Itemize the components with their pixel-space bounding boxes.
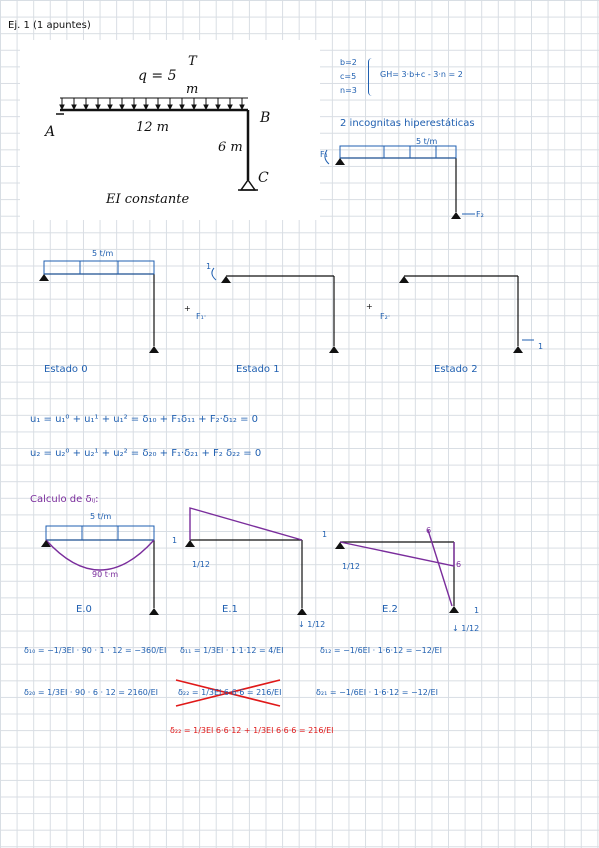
load-arrowhead — [179, 104, 185, 111]
ei-note: EI constante — [106, 192, 190, 207]
e1-reaction: 1/12 — [192, 560, 210, 569]
equation-2: u₂ = u₂⁰ + u₂¹ + u₂² = δ₂₀ + F₁·δ₂₁ + F₂… — [30, 448, 262, 459]
load-arrowhead — [215, 104, 221, 111]
state1-label: Estado 1 — [236, 364, 280, 375]
delta-22-wrong: δ₂₂ = 1/3EI 6·6·6 = 216/EI — [178, 688, 282, 697]
state1-one: 1 — [206, 262, 212, 271]
load-arrowhead — [119, 104, 125, 111]
load-arrowhead — [95, 104, 101, 111]
e2-reaction-b: ↓ 1/12 — [452, 624, 480, 633]
frame-diagram — [56, 97, 258, 191]
equation-1: u₁ = u₁⁰ + u₁¹ + u₁² = δ₁₀ + F₁δ₁₁ + F₂·… — [30, 414, 259, 425]
page-title: Ej. 1 (1 apuntes) — [8, 20, 91, 31]
e2-label: E.2 — [382, 604, 398, 615]
hyper-f1: F₁ — [320, 150, 328, 159]
plus-1: + — [184, 304, 191, 313]
e2-six-a: 6 — [426, 526, 432, 535]
count-n: n=3 — [340, 86, 357, 95]
load-arrowhead — [227, 104, 233, 111]
load-unit-num: T — [188, 54, 197, 69]
count-c: c=5 — [340, 72, 357, 81]
gh-formula: GH= 3·b+c - 3·n = 2 — [380, 70, 463, 79]
node-a: A — [45, 124, 56, 140]
hyper-load: 5 t/m — [416, 137, 438, 146]
load-label: q = 5 — [138, 68, 177, 84]
e1-one: 1 — [172, 536, 178, 545]
state2-f2: F₂· — [380, 312, 391, 321]
load-arrowhead — [143, 104, 149, 111]
e0-label: E.0 — [76, 604, 92, 615]
load-arrowhead — [239, 104, 245, 111]
span-label: 12 m — [136, 120, 170, 135]
state2-label: Estado 2 — [434, 364, 478, 375]
moment-label: 90 t·m — [92, 570, 119, 579]
state0-label: Estado 0 — [44, 364, 88, 375]
height-label: 6 m — [218, 140, 243, 155]
delta-20: δ₂₀ = 1/3EI · 90 · 6 · 12 = 2160/EI — [24, 688, 158, 697]
load-arrowhead — [83, 104, 89, 111]
load-arrowhead — [71, 104, 77, 111]
calc-title: Calculo de δᵢⱼ: — [30, 494, 99, 505]
node-c: C — [258, 170, 269, 186]
state1-f1: F₁· — [196, 312, 207, 321]
load-arrowhead — [107, 104, 113, 111]
load-arrowhead — [191, 104, 197, 111]
load-unit-den: m — [186, 82, 199, 97]
node-b: B — [260, 110, 271, 126]
delta-12: δ₁₂ = −1/6EI · 1·6·12 = −12/EI — [320, 646, 442, 655]
calc-load: 5 t/m — [90, 512, 112, 521]
delta-21: δ₂₁ = −1/6EI · 1·6·12 = −12/EI — [316, 688, 438, 697]
e1-label: E.1 — [222, 604, 238, 615]
load-arrowhead — [131, 104, 137, 111]
e2-six-b: 6 — [456, 560, 462, 569]
e2-one: 1 — [322, 530, 328, 539]
state0-load: 5 t/m — [92, 249, 114, 258]
problem-figure: q = 5 T m A B C 12 m 6 m EI constante — [20, 40, 320, 220]
load-arrowhead — [59, 104, 65, 111]
e2-reaction: 1/12 — [342, 562, 360, 571]
load-arrowhead — [155, 104, 161, 111]
count-b: b=2 — [340, 58, 357, 67]
plus-2: + — [366, 302, 373, 311]
load-arrowhead — [203, 104, 209, 111]
unknowns-label: 2 incognitas hiperestáticas — [340, 118, 475, 129]
hyper-f2: F₂ — [476, 210, 484, 219]
e2-one-b: 1 — [474, 606, 480, 615]
brace — [368, 58, 375, 96]
delta-22: δ₂₂ = 1/3EI 6·6·12 + 1/3EI 6·6·6 = 216/E… — [170, 726, 334, 735]
delta-10: δ₁₀ = −1/3EI · 90 · 1 · 12 = −360/EI — [24, 646, 167, 655]
load-arrowhead — [167, 104, 173, 111]
state2-one: 1 — [538, 342, 544, 351]
e1-reaction-b: ↓ 1/12 — [298, 620, 326, 629]
delta-11: δ₁₁ = 1/3EI · 1·1·12 = 4/EI — [180, 646, 284, 655]
